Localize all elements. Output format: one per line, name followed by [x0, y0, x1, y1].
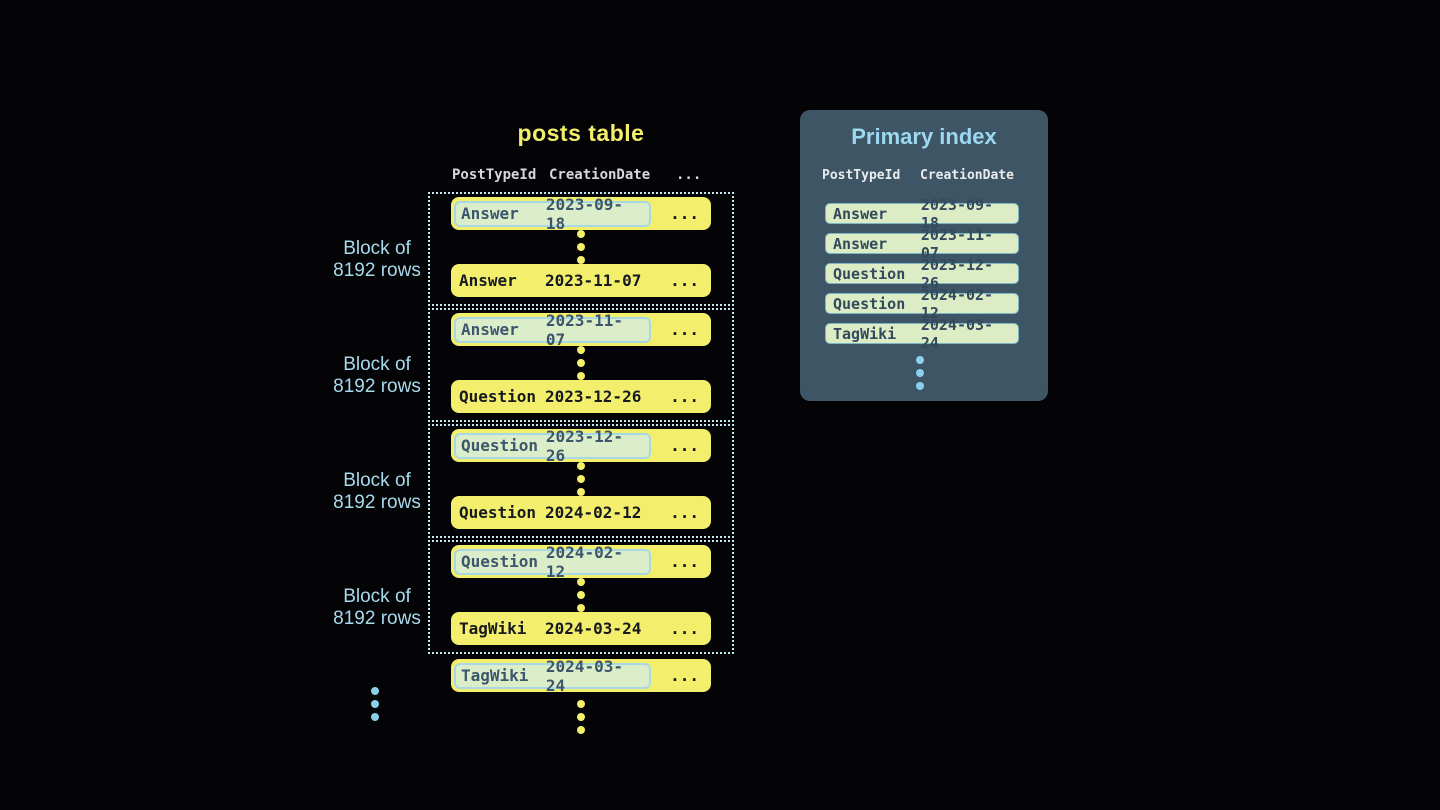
row-highlight-box: TagWiki 2024-03-24 [454, 657, 651, 695]
block-label-2: Block of 8192 rows [320, 354, 434, 397]
row-creationdate: 2024-02-12 [545, 542, 623, 581]
table-more-vertical-ellipsis-icon [577, 700, 585, 734]
block-label-4: Block of 8192 rows [320, 586, 434, 629]
row-highlight-box: Answer 2023-09-18 [454, 195, 651, 233]
posts-column-header-more: ... [676, 167, 702, 183]
block-label-line1: Block of [343, 470, 411, 491]
row-posttypeid: TagWiki [833, 324, 897, 343]
row-more-ellipsis: ... [670, 436, 699, 455]
row-creationdate: 2024-02-12 [545, 503, 642, 522]
row-highlight-box: Answer 2023-11-07 [454, 311, 651, 349]
row-posttypeid: Answer [459, 271, 517, 290]
index-row: Question 2023-12-26 [825, 256, 1019, 292]
table-row-last: Question 2023-12-26 ... [451, 380, 711, 413]
index-row: Answer 2023-09-18 [825, 196, 1019, 232]
row-more-ellipsis: ... [670, 666, 699, 685]
index-row: TagWiki 2024-03-24 [825, 316, 1019, 352]
block-label-line2: 8192 rows [333, 607, 421, 629]
row-posttypeid: Question [459, 387, 537, 406]
row-creationdate: 2023-12-26 [545, 387, 642, 406]
rows-vertical-ellipsis-icon [577, 346, 585, 380]
block-label-3: Block of 8192 rows [320, 470, 434, 513]
row-posttypeid: Question [833, 294, 906, 313]
row-highlight-box: Question 2023-12-26 [454, 427, 651, 465]
block-label-line2: 8192 rows [333, 259, 421, 281]
posts-column-header-creationdate: CreationDate [549, 167, 651, 183]
row-more-ellipsis: ... [670, 503, 699, 522]
table-row-first: Question 2024-02-12 ... [451, 543, 711, 581]
block-label-line1: Block of [343, 586, 411, 607]
row-content: TagWiki 2024-03-24 [454, 619, 641, 638]
row-content: Answer 2023-11-07 [454, 271, 641, 290]
table-row-overflow: TagWiki 2024-03-24 ... [451, 657, 711, 695]
block-label-line2: 8192 rows [333, 375, 421, 397]
row-more-ellipsis: ... [670, 552, 699, 571]
row-creationdate: 2023-12-26 [545, 426, 623, 465]
rows-vertical-ellipsis-icon [577, 462, 585, 496]
block-label-1: Block of 8192 rows [320, 238, 434, 281]
row-highlight-box: Question 2024-02-12 [454, 543, 651, 581]
row-more-ellipsis: ... [670, 619, 699, 638]
table-row-first: Answer 2023-09-18 ... [451, 195, 711, 233]
row-more-ellipsis: ... [670, 204, 699, 223]
index-row: Question 2024-02-12 [825, 286, 1019, 322]
row-more-ellipsis: ... [670, 387, 699, 406]
posts-block-4: Question 2024-02-12 ... TagWiki 2024-03-24… [428, 540, 734, 654]
row-creationdate: 2023-12-26 [920, 255, 994, 292]
row-content: Question 2024-02-12 [454, 503, 641, 522]
row-content: Question 2023-12-26 [454, 387, 641, 406]
index-row: Answer 2023-11-07 [825, 226, 1019, 262]
row-creationdate: 2024-02-12 [920, 285, 994, 322]
row-posttypeid: Answer [461, 204, 519, 223]
row-creationdate: 2023-09-18 [920, 195, 994, 232]
table-row-first: Answer 2023-11-07 ... [451, 311, 711, 349]
index-more-vertical-ellipsis-icon [916, 356, 924, 390]
row-posttypeid: Answer [461, 320, 519, 339]
row-posttypeid: Answer [833, 204, 888, 223]
block-label-line1: Block of [343, 238, 411, 259]
table-row-first: Question 2023-12-26 ... [451, 427, 711, 465]
row-posttypeid: Question [461, 552, 539, 571]
row-posttypeid: Answer [833, 234, 888, 253]
row-creationdate: 2023-11-07 [545, 271, 642, 290]
posts-block-1: Answer 2023-09-18 ... Answer 2023-11-07 ..… [428, 192, 734, 306]
table-row-last: TagWiki 2024-03-24 ... [451, 612, 711, 645]
row-posttypeid: Question [833, 264, 906, 283]
blocks-more-vertical-ellipsis-icon [371, 687, 379, 721]
rows-vertical-ellipsis-icon [577, 230, 585, 264]
posts-block-2: Answer 2023-11-07 ... Question 2023-12-26 … [428, 308, 734, 422]
primary-index-title: Primary index [851, 124, 997, 149]
row-creationdate: 2024-03-24 [545, 656, 623, 695]
row-more-ellipsis: ... [670, 320, 699, 339]
table-row-last: Question 2024-02-12 ... [451, 496, 711, 529]
posts-block-3: Question 2023-12-26 ... Question 2024-02-1… [428, 424, 734, 538]
row-creationdate: 2023-11-07 [920, 225, 994, 262]
primary-index-panel: Primary index PostTypeId CreationDate An… [800, 110, 1048, 401]
posts-column-header-posttypeid: PostTypeId [452, 167, 537, 183]
rows-vertical-ellipsis-icon [577, 578, 585, 612]
row-posttypeid: TagWiki [461, 666, 529, 685]
posts-table-title: posts table [517, 120, 645, 146]
block-label-line1: Block of [343, 354, 411, 375]
block-label-line2: 8192 rows [333, 491, 421, 513]
row-creationdate: 2023-11-07 [545, 310, 623, 349]
row-posttypeid: TagWiki [459, 619, 527, 638]
index-column-header-posttypeid: PostTypeId [822, 168, 901, 183]
table-row-last: Answer 2023-11-07 ... [451, 264, 711, 297]
row-posttypeid: Question [461, 436, 539, 455]
index-column-header-creationdate: CreationDate [920, 168, 1014, 183]
row-creationdate: 2024-03-24 [545, 619, 642, 638]
row-creationdate: 2023-09-18 [545, 194, 623, 233]
row-creationdate: 2024-03-24 [920, 315, 994, 352]
row-posttypeid: Question [459, 503, 537, 522]
row-more-ellipsis: ... [670, 271, 699, 290]
